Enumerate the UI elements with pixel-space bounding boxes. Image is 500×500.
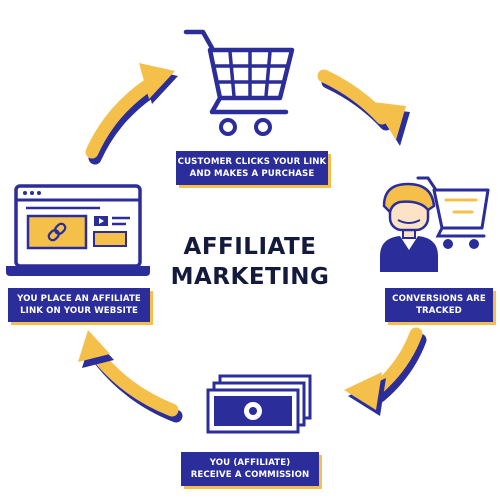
arrow-tracked-to-commission bbox=[344, 327, 427, 416]
step-label-line-1: CUSTOMER CLICKS YOUR LINK bbox=[177, 157, 327, 167]
arrow-cart-to-tracked bbox=[317, 69, 410, 146]
step-label-line-1: CONVERSIONS ARE bbox=[392, 294, 486, 304]
step-label-receive-commission: YOU (AFFILIATE) RECEIVE A COMMISSION bbox=[181, 452, 319, 486]
step-label-line-1: YOU PLACE AN AFFILIATE bbox=[17, 294, 141, 304]
step-label-line-2: RECEIVE A COMMISSION bbox=[190, 470, 310, 480]
step-label-customer-purchase: CUSTOMER CLICKS YOUR LINK AND MAKES A PU… bbox=[176, 151, 328, 185]
title-line-2: MARKETING bbox=[170, 264, 330, 290]
shopping-cart-icon bbox=[183, 29, 295, 136]
step-label-line-2: TRACKED bbox=[416, 306, 462, 316]
customer-with-cart-icon bbox=[380, 176, 490, 272]
step-label-conversions-tracked: CONVERSIONS ARE TRACKED bbox=[385, 288, 493, 322]
banknotes-icon bbox=[206, 374, 312, 434]
step-label-line-2: AND MAKES A PURCHASE bbox=[189, 169, 315, 179]
step-label-line-1: YOU (AFFILIATE) bbox=[209, 458, 291, 468]
arrow-commission-to-website bbox=[78, 330, 183, 423]
step-label-place-link: YOU PLACE AN AFFILIATE LINK ON YOUR WEBS… bbox=[8, 288, 150, 322]
laptop-link-icon bbox=[6, 184, 150, 276]
step-label-line-2: LINK ON YOUR WEBSITE bbox=[20, 306, 138, 316]
diagram-title: AFFILIATE MARKETING bbox=[150, 232, 350, 292]
arrow-website-to-cart bbox=[85, 63, 178, 165]
title-line-1: AFFILIATE bbox=[183, 234, 317, 260]
